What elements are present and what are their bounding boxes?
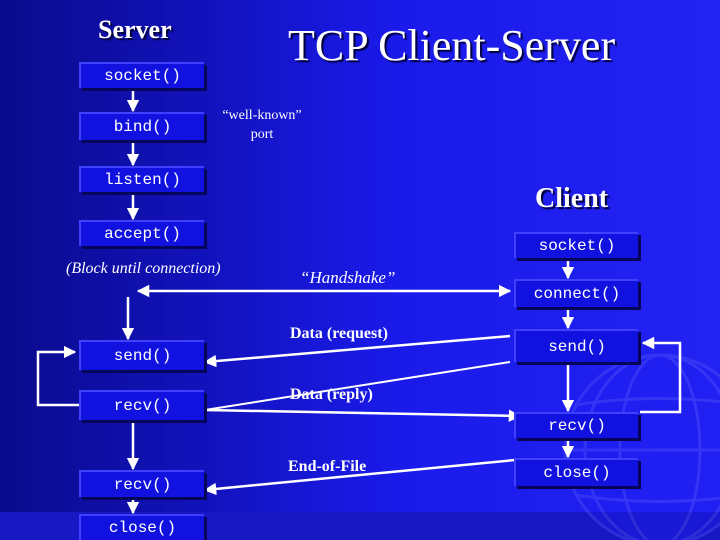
data-reply-label: Data (reply) — [290, 386, 373, 403]
server-recv-box-2: recv() — [79, 470, 204, 497]
data-reply-arrow-end — [204, 408, 522, 423]
client-socket-box: socket() — [514, 232, 638, 258]
server-close-box: close() — [79, 514, 204, 540]
client-close-box: close() — [514, 458, 638, 486]
server-listen-box: listen() — [79, 166, 204, 192]
server-bind-box: bind() — [79, 112, 204, 140]
client-loop-arrow — [640, 336, 682, 414]
block-label: (Block until connection) — [66, 260, 221, 277]
handshake-label: “Handshake” — [300, 268, 396, 287]
server-socket-box: socket() — [79, 62, 204, 88]
eof-label: End-of-File — [288, 458, 367, 475]
client-connect-box: connect() — [514, 279, 638, 307]
server-loop-arrow — [36, 345, 79, 407]
client-heading: Client — [535, 183, 609, 214]
data-request-arrow — [203, 334, 511, 368]
server-heading: Server — [98, 15, 172, 44]
client-recv-box: recv() — [514, 412, 638, 438]
well-known-label-line1: “well-known” — [222, 108, 302, 123]
server-recv-box-1: recv() — [79, 390, 204, 420]
well-known-label-line2: port — [250, 127, 274, 142]
client-send-box: send() — [514, 329, 638, 362]
eof-arrow — [203, 458, 516, 496]
server-accept-box: accept() — [79, 220, 204, 246]
data-reply-arrow — [204, 361, 511, 411]
server-send-box: send() — [79, 340, 204, 370]
slide-title: TCP Client-Server — [288, 21, 616, 70]
data-request-label: Data (request) — [290, 325, 388, 342]
